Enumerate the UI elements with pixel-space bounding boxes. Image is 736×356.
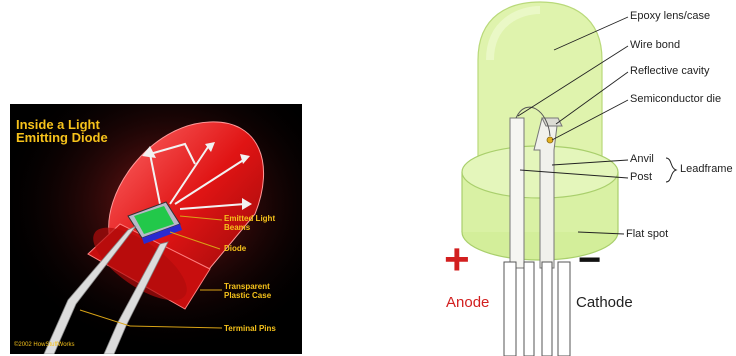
- led-schematic-panel: Epoxy lens/case Wire bond Reflective cav…: [430, 0, 736, 356]
- label-epoxy-lens: Epoxy lens/case: [630, 10, 710, 23]
- post-lead: [510, 118, 524, 268]
- label-anvil: Anvil: [630, 153, 654, 166]
- label-emitted-light: Emitted Light Beams: [224, 214, 286, 232]
- copyright: ©2002 HowStuffWorks: [14, 342, 75, 348]
- label-terminal-pins: Terminal Pins: [224, 324, 276, 333]
- label-leadframe: Leadframe: [680, 163, 733, 176]
- illustration-title: Inside a Light Emitting Diode: [16, 118, 126, 144]
- label-plastic-case: Transparent Plastic Case: [224, 282, 294, 300]
- label-reflective-cavity: Reflective cavity: [630, 65, 709, 78]
- label-semiconductor-die: Semiconductor die: [630, 93, 721, 106]
- led-illustration-panel: Inside a Light Emitting Diode Emitted Li…: [10, 104, 302, 354]
- leadframe-brace: [666, 158, 676, 182]
- minus-sign: −: [578, 240, 601, 280]
- label-diode: Diode: [224, 244, 246, 253]
- label-cathode: Cathode: [576, 294, 633, 311]
- plus-sign: +: [444, 238, 470, 282]
- label-anode: Anode: [446, 294, 489, 311]
- external-legs: [504, 262, 570, 356]
- label-wire-bond: Wire bond: [630, 39, 680, 52]
- label-post: Post: [630, 171, 652, 184]
- label-flat-spot: Flat spot: [626, 228, 668, 241]
